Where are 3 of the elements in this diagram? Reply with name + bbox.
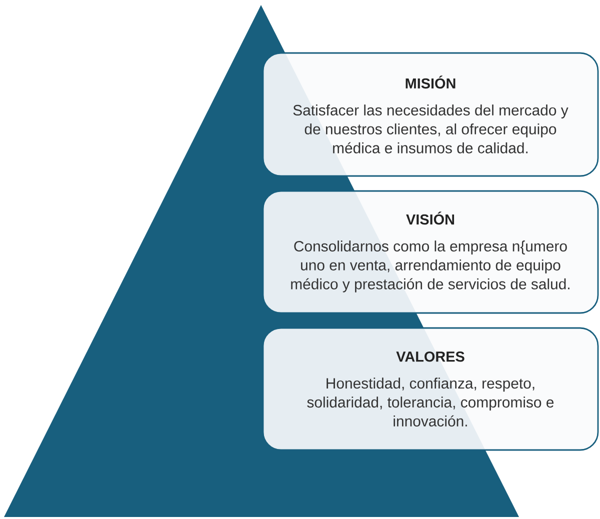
text-box: VISIÓN Consolidarnos como la empresa n{umero uno en venta, arrendamiento de equipo médico y prestación de servicios de salud. xyxy=(262,190,599,314)
text-box: VALORES Honestidad, confianza, respeto, solidaridad, tolerancia, compromiso e innovación. xyxy=(262,327,599,451)
text-box: MISIÓN Satisfacer las necesidades del mercado y de nuestros clientes, al ofrecer equipo médica e insumos de calidad. xyxy=(262,52,599,177)
